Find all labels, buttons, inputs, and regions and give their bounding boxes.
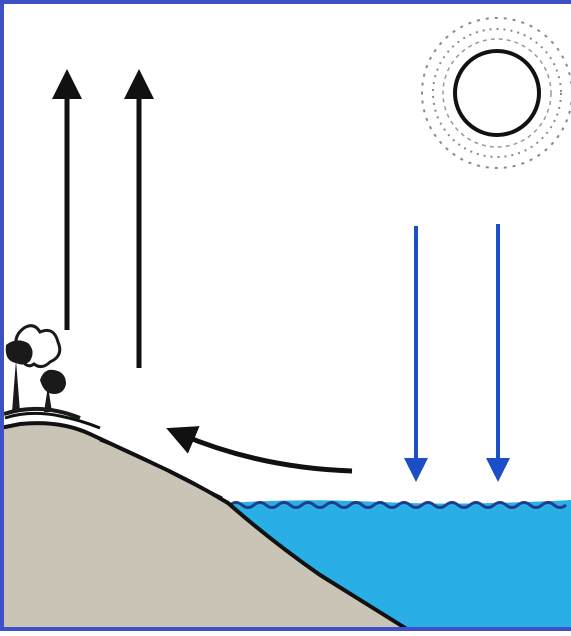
frame-top-edge: [0, 0, 571, 4]
frame-bottom-edge: [0, 627, 571, 631]
frame-left-edge: [0, 0, 4, 631]
